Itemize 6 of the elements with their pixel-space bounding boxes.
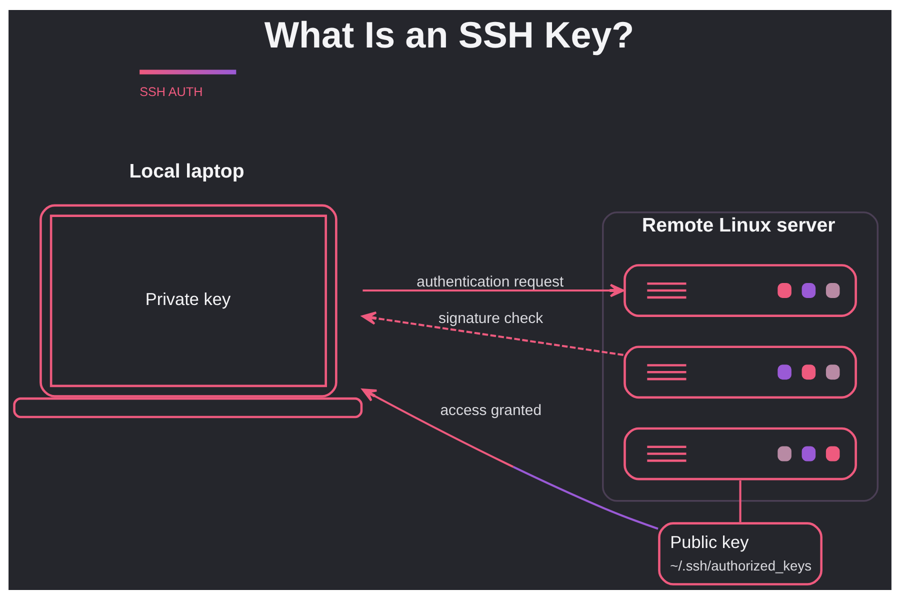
edge-label: access granted [440, 402, 542, 420]
node-label: Local laptop [129, 160, 244, 182]
label: SSH AUTH [140, 84, 203, 99]
edge-label: signature check [438, 310, 544, 328]
edge-label: authentication request [416, 273, 564, 290]
diagram-title: What Is an SSH Key? [264, 14, 634, 56]
